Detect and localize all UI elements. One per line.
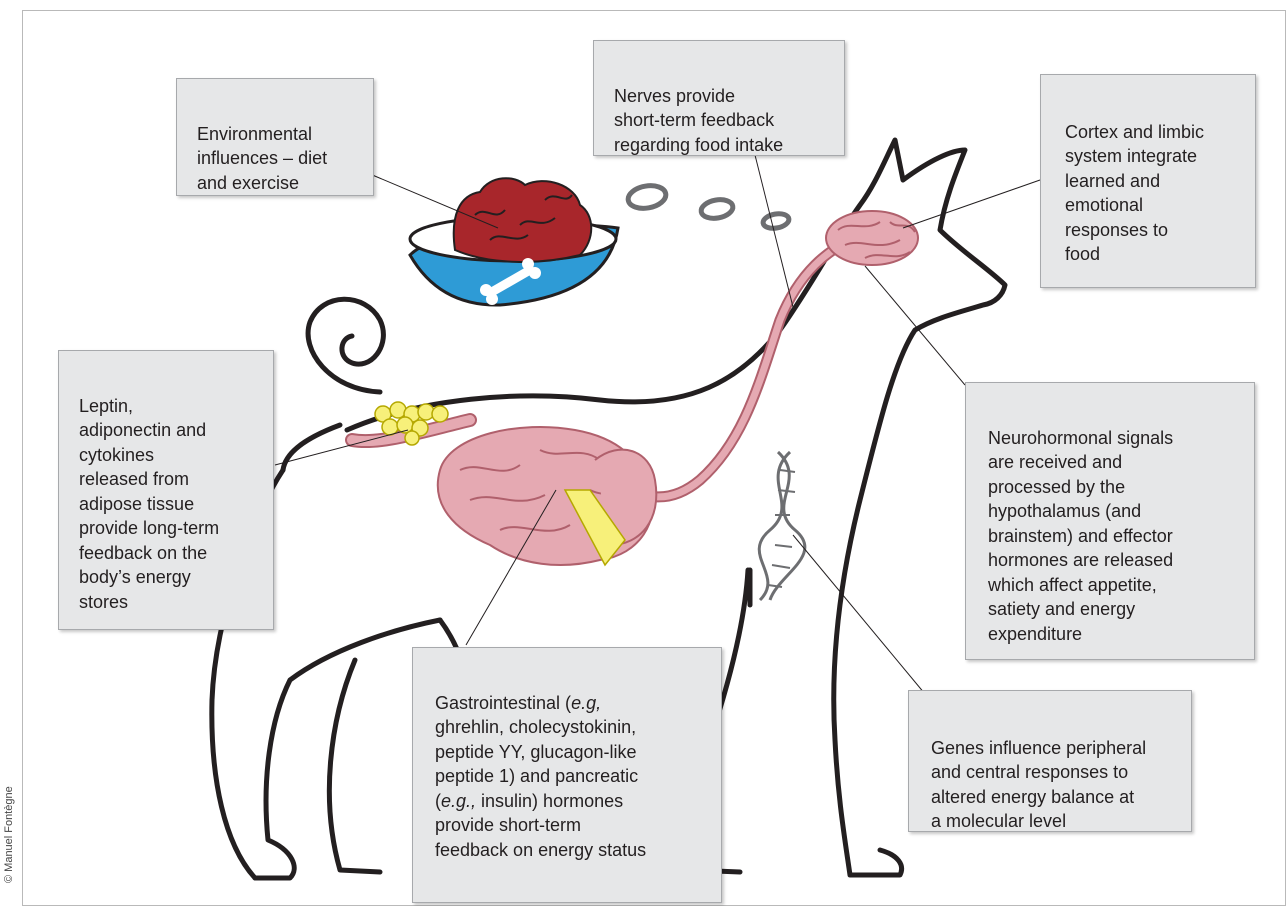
label-text: Nerves provide short-term feedback regar…: [614, 84, 824, 158]
tail: [308, 299, 383, 392]
label-leptin-adiponectin: Leptin, adiponectin and cytokines releas…: [58, 350, 274, 630]
label-gastrointestinal: Gastrointestinal (e.g, ghrehlin, cholecy…: [412, 647, 722, 903]
label-neurohormonal: Neurohormonal signals are received and p…: [965, 382, 1255, 660]
gastro-eg-2: e.g.,: [441, 791, 476, 811]
gastro-eg-1: e.g,: [571, 693, 601, 713]
label-nerves: Nerves provide short-term feedback regar…: [593, 40, 845, 156]
thought-bubbles: [626, 183, 790, 230]
brain: [826, 211, 918, 265]
label-text: Cortex and limbic system integrate learn…: [1065, 120, 1231, 267]
label-genes: Genes influence peripheral and central r…: [908, 690, 1192, 832]
dna-helix: [759, 452, 805, 600]
label-text: Gastrointestinal (e.g, ghrehlin, cholecy…: [435, 691, 699, 863]
label-cortex-limbic: Cortex and limbic system integrate learn…: [1040, 74, 1256, 288]
photo-credit: © Manuel Fontègne: [3, 793, 15, 883]
food-bowl: [410, 178, 618, 305]
label-text: Neurohormonal signals are received and p…: [988, 426, 1232, 647]
intestines: [438, 427, 657, 565]
gastro-text-1: Gastrointestinal (: [435, 693, 571, 713]
label-environmental-influences: Environmental influences – diet and exer…: [176, 78, 374, 196]
label-text: Environmental influences – diet and exer…: [197, 122, 353, 196]
label-text: Genes influence peripheral and central r…: [931, 736, 1169, 834]
label-text: Leptin, adiponectin and cytokines releas…: [79, 394, 253, 615]
